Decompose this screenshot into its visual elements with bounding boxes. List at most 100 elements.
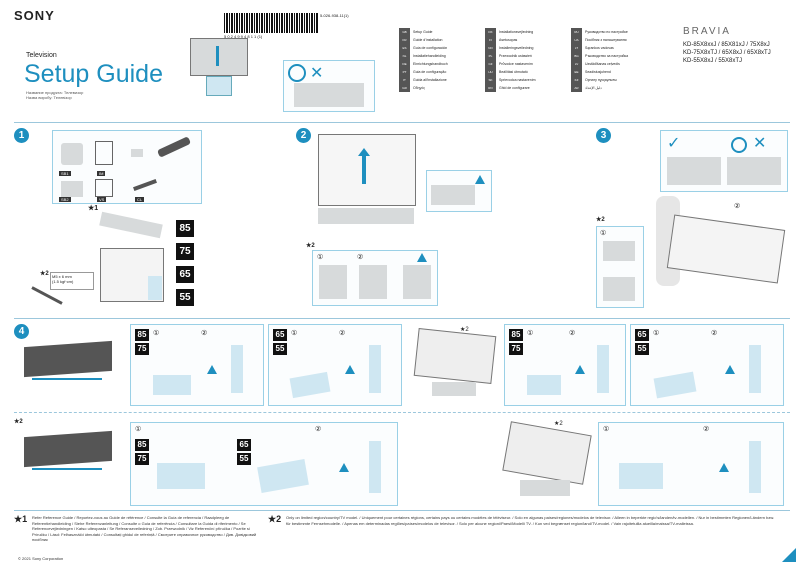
stand-part: [61, 143, 83, 165]
caution-detail: [426, 170, 492, 212]
brand-logo: SONY: [14, 8, 55, 23]
footnote-marker: ★2: [460, 327, 469, 333]
size-label: 85: [176, 220, 194, 237]
language-code: BG: [571, 52, 582, 60]
sub-step-1: ①: [653, 330, 660, 337]
stand-panel-alt: ① 85 75 65 55 ②: [130, 422, 398, 506]
model-line: KD-55X8xJ / 55X8xTJ: [683, 58, 743, 64]
sub-step-2: ②: [734, 203, 741, 210]
footnote-marker: ★2: [14, 419, 23, 425]
sub-step-1: ①: [527, 330, 534, 337]
language-label: Guida all'installazione: [413, 78, 447, 82]
footnote-2-text: Only on limited region/country/TV model.…: [286, 515, 775, 526]
language-code: HU: [485, 68, 496, 76]
language-code: NO: [485, 44, 496, 52]
language-label: Setup Guide: [413, 30, 433, 34]
step-3-check-panel: ✓ ✕: [660, 130, 788, 192]
size-label: 75: [135, 453, 149, 465]
language-code: EE: [571, 68, 582, 76]
unbox-illustration: [318, 130, 428, 230]
language-label: Průvodce nastavením: [499, 62, 533, 66]
tv-rear-illustration: ★2: [406, 326, 498, 406]
size-label: 75: [176, 243, 194, 260]
sub-step-2: ②: [315, 426, 322, 433]
language-code: AR: [571, 84, 582, 92]
cable-part: [133, 179, 157, 191]
footnote-marker-2: ★2: [268, 514, 282, 524]
language-code: PL: [485, 52, 496, 60]
tv-front-illustration-alt: [24, 430, 116, 480]
language-label: Ръководство за настройка: [585, 54, 629, 58]
warning-icon: [207, 365, 217, 374]
manual-part: [95, 141, 113, 165]
size-label: 85: [135, 439, 149, 451]
size-label: 55: [273, 343, 287, 355]
language-label: Seadistusjuhend: [585, 70, 611, 74]
sub-step-1: ①: [291, 330, 298, 337]
sub-step-2: ②: [357, 254, 364, 261]
prohibited-icon: [288, 64, 306, 82]
tv-placement-illustration: ②: [650, 196, 790, 306]
language-label: Installatiehandleiding: [413, 54, 446, 58]
language-label: Οδηγός: [413, 86, 426, 90]
sub-step-1: ①: [153, 330, 160, 337]
header-warning-panel: ✕: [283, 60, 375, 112]
sub-step-1: ①: [317, 254, 324, 261]
footnote-marker: ★2: [40, 271, 49, 277]
footnote-marker: ★2: [306, 243, 315, 249]
language-code: UA: [571, 36, 582, 44]
footnote-1-text: Refer Reference Guide / Reportez-vous au…: [32, 515, 257, 542]
language-label: Ghid de configurare: [499, 86, 530, 90]
product-category: Television: [26, 52, 57, 59]
language-code: DK: [485, 28, 496, 36]
divider: [14, 318, 790, 319]
language-code: FR: [399, 36, 410, 44]
language-label: دليل الإعداد: [585, 86, 602, 90]
language-label: Uzstādīšanas ceļvedis: [585, 62, 620, 66]
language-code: LV: [571, 60, 582, 68]
language-label: Guia de configuração: [413, 70, 447, 74]
language-code: IT: [399, 76, 410, 84]
size-label: 85: [509, 329, 523, 341]
model-line: KD-75X8xTJ / 65X8xJ / 65X8xTJ: [683, 50, 771, 56]
language-code: CZ: [485, 60, 496, 68]
tv-front-illustration: [24, 340, 116, 390]
size-label: 75: [135, 343, 149, 355]
sub-step-2: ②: [201, 330, 208, 337]
language-code: FI: [485, 36, 496, 44]
footnote-marker: ★1: [88, 205, 99, 212]
warning-icon: [475, 175, 485, 184]
warning-icon: [719, 463, 729, 472]
footnote-marker: ★2: [596, 217, 605, 223]
model-line: KD-85X8xxJ / 85X81xJ / 75X8xJ: [683, 42, 770, 48]
part-label: CL: [135, 197, 145, 202]
language-code: GB: [399, 28, 410, 36]
language-code: RO: [485, 84, 496, 92]
size-label: 65: [237, 439, 251, 451]
size-label: 55: [237, 453, 251, 465]
screw-torque: (1.5 kgf·cm): [52, 279, 74, 284]
divider: [14, 412, 790, 413]
language-label: Орнату нұсқаулығы: [585, 78, 617, 82]
footnote-marker: ★2: [554, 421, 563, 427]
prohibited-icon: [731, 137, 747, 153]
subtitle: Название продукта: Телевизор Назва вироб…: [26, 90, 83, 100]
